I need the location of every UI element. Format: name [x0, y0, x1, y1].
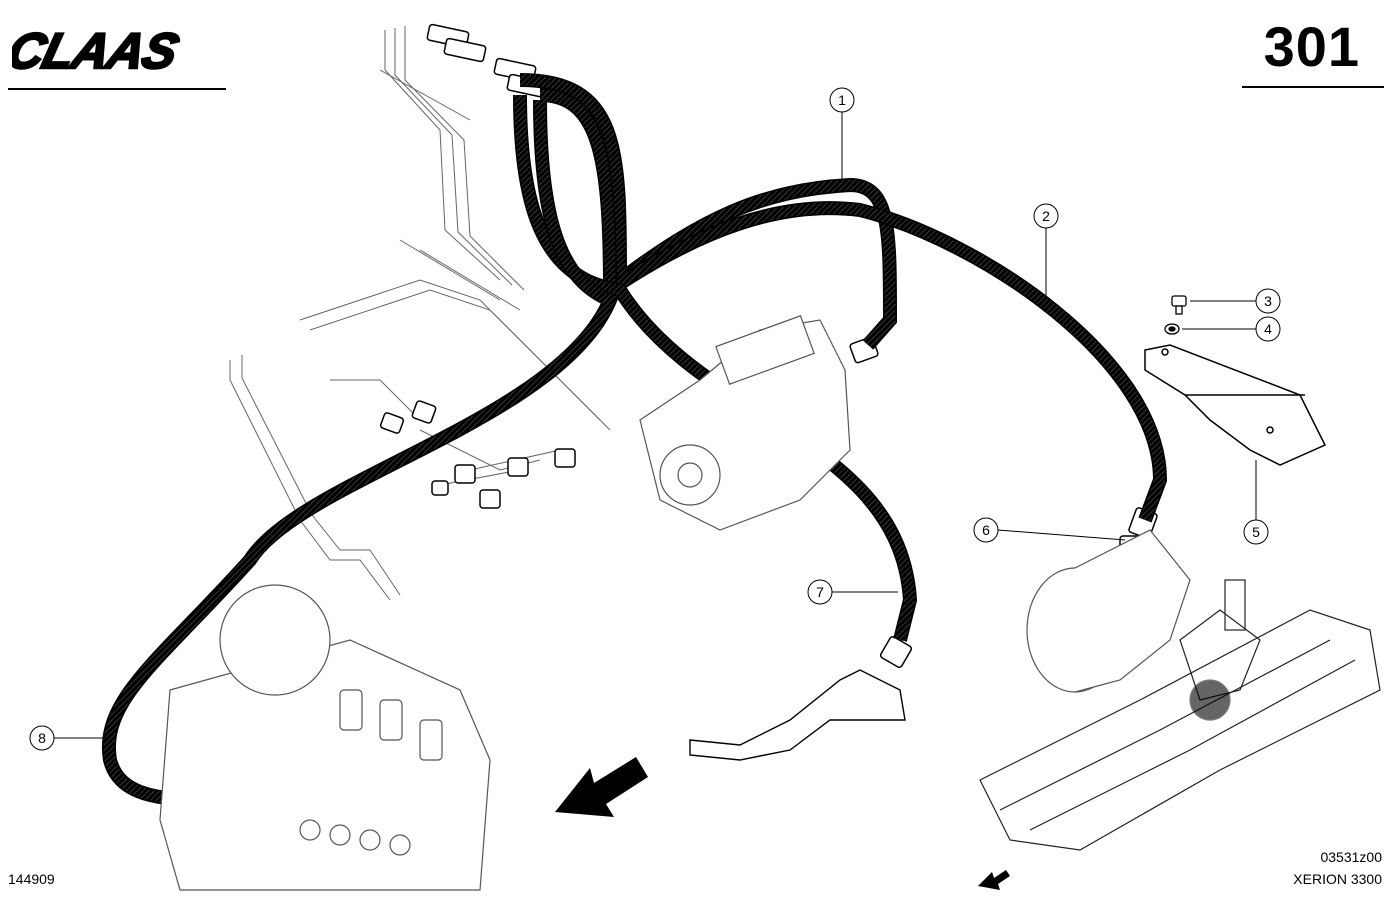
- hydraulic-pump: [639, 315, 851, 531]
- tractor-frame-thumbnail: [979, 579, 1381, 851]
- direction-arrow-small-icon: [978, 870, 1010, 890]
- callout-5: 5: [1252, 524, 1260, 540]
- callout-7: 7: [816, 584, 824, 600]
- background-pipework: [229, 26, 611, 601]
- callout-3: 3: [1264, 293, 1272, 309]
- control-valve-block: [159, 584, 491, 891]
- callout-labels: 1 2 3 4 5 6 7 8: [38, 92, 1272, 746]
- callout-2: 2: [1042, 208, 1050, 224]
- callout-8: 8: [38, 730, 46, 746]
- brand-logo: CLAAS: [12, 22, 185, 76]
- direction-arrow-large-icon: [555, 757, 648, 817]
- drawing-code: 03531z00: [1320, 849, 1382, 865]
- callouts: [29, 87, 1281, 751]
- page-number: 301: [1263, 15, 1360, 78]
- tee-pipe: [689, 669, 906, 761]
- hose-fittings: [221, 336, 1158, 809]
- footer-left-code: 144909: [8, 871, 55, 887]
- hydraulic-motor: [1026, 529, 1191, 693]
- header-rule-right: [1242, 86, 1384, 88]
- brand-logo-text: CLAAS: [12, 23, 184, 76]
- callout-6: 6: [982, 522, 990, 538]
- model-name: XERION 3300: [1293, 871, 1382, 887]
- cover-bracket: [1144, 344, 1327, 466]
- bolt-washer: [1164, 295, 1187, 335]
- callout-1: 1: [838, 92, 846, 108]
- header-rule-left: [8, 88, 226, 90]
- hoses: [101, 73, 1168, 807]
- callout-4: 4: [1264, 321, 1272, 337]
